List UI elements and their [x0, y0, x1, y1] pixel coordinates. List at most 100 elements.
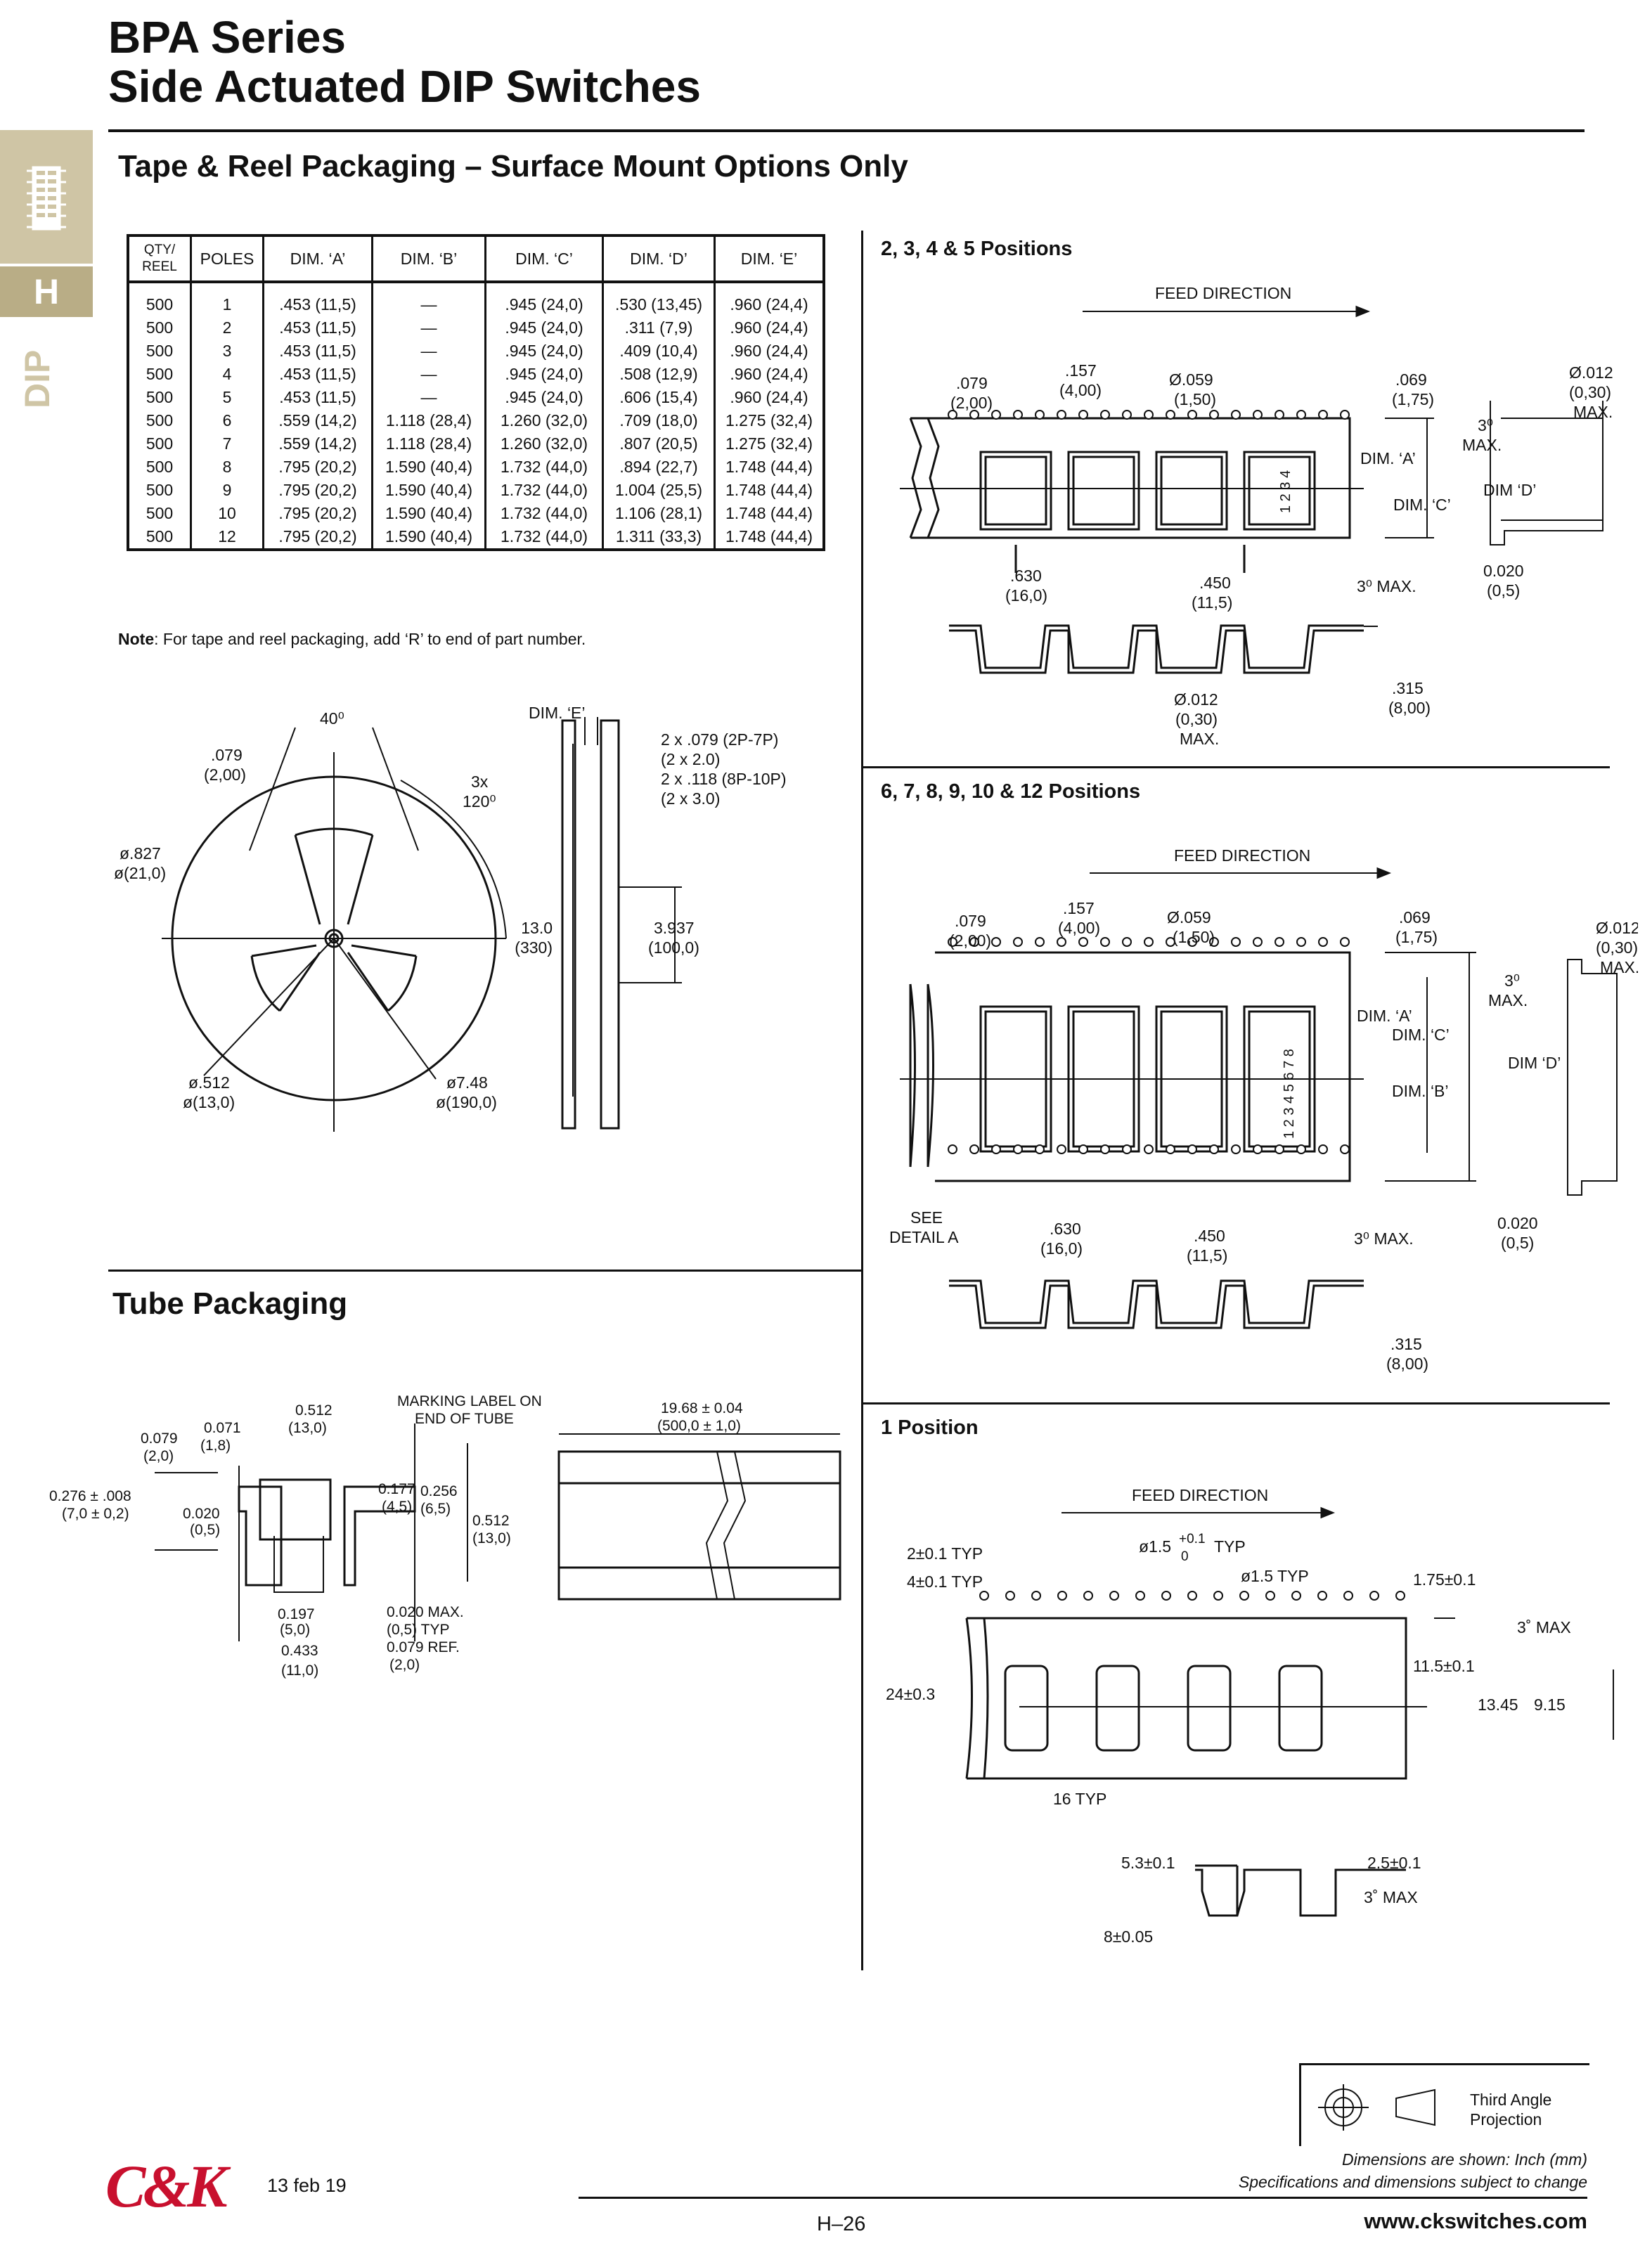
- svg-text:(330): (330): [515, 938, 553, 957]
- table-cell: .945 (24,0): [484, 316, 603, 340]
- sprocket-hole: [1253, 410, 1263, 420]
- svg-text:2±0.1 TYP: 2±0.1 TYP: [907, 1544, 983, 1563]
- svg-text:.079: .079: [211, 746, 243, 764]
- sprocket-hole: [1005, 1591, 1015, 1601]
- svg-text:.069: .069: [1399, 908, 1431, 926]
- table-cell: .795 (20,2): [262, 456, 373, 479]
- revision-date: 13 feb 19: [267, 2175, 347, 2196]
- svg-text:1 2 3 4: 1 2 3 4: [1278, 470, 1293, 513]
- svg-text:3⁰ MAX.: 3⁰ MAX.: [1357, 577, 1417, 595]
- svg-text:DIM. ‘E’: DIM. ‘E’: [529, 704, 586, 722]
- table-cell: .807 (20,5): [602, 432, 715, 456]
- website-link[interactable]: www.ckswitches.com: [1364, 2209, 1587, 2233]
- svg-text:FEED DIRECTION: FEED DIRECTION: [1132, 1486, 1268, 1504]
- svg-text:(8,00): (8,00): [1386, 1355, 1428, 1373]
- svg-text:5.3±0.1: 5.3±0.1: [1121, 1854, 1175, 1872]
- col-dim-c: DIM. ‘C’: [484, 235, 603, 282]
- tape-reel-note: Note: For tape and reel packaging, add ‘…: [118, 630, 586, 648]
- table-cell: .894 (22,7): [602, 456, 715, 479]
- sprocket-hole: [1291, 1591, 1301, 1601]
- svg-text:(0,30): (0,30): [1175, 710, 1218, 728]
- svg-text:9.15: 9.15: [1534, 1696, 1566, 1714]
- sprocket-hole: [1296, 1144, 1306, 1154]
- svg-text:.079: .079: [955, 912, 986, 930]
- svg-text:3˚ MAX: 3˚ MAX: [1517, 1618, 1571, 1636]
- svg-text:(4,00): (4,00): [1058, 919, 1100, 937]
- svg-text:(1,50): (1,50): [1174, 390, 1216, 408]
- table-cell: .795 (20,2): [262, 479, 373, 502]
- sprocket-hole: [1275, 937, 1284, 947]
- svg-text:MARKING LABEL ON: MARKING LABEL ON: [397, 1393, 542, 1409]
- svg-text:MAX.: MAX.: [1180, 730, 1219, 748]
- table-cell: —: [371, 282, 486, 316]
- svg-text:0.020: 0.020: [183, 1506, 220, 1522]
- sprocket-hole: [1078, 410, 1088, 420]
- svg-text:16 TYP: 16 TYP: [1053, 1790, 1106, 1808]
- table-cell: .960 (24,4): [714, 282, 824, 316]
- table-cell: —: [371, 340, 486, 363]
- table-cell: .530 (13,45): [602, 282, 715, 316]
- svg-text:0.079 REF.: 0.079 REF.: [387, 1639, 460, 1655]
- header-rule: [108, 129, 1585, 132]
- ck-logo: C&K: [105, 2152, 228, 2220]
- sprocket-hole: [1187, 1591, 1197, 1601]
- pos1-title: 1 Position: [881, 1416, 979, 1439]
- sprocket-hole: [1231, 1144, 1241, 1154]
- spec-note: Specifications and dimensions subject to…: [1238, 2173, 1587, 2191]
- sprocket-hole: [1122, 410, 1132, 420]
- page-number: H–26: [817, 2213, 866, 2235]
- svg-text:(1,75): (1,75): [1395, 928, 1438, 946]
- svg-text:8±0.05: 8±0.05: [1104, 1927, 1153, 1946]
- svg-text:SEE: SEE: [910, 1208, 943, 1227]
- table-cell: .453 (11,5): [262, 282, 373, 316]
- table-cell: 2: [190, 316, 264, 340]
- svg-text:2 x .079 (2P-7P): 2 x .079 (2P-7P): [661, 730, 778, 749]
- svg-text:(0,5): (0,5): [1501, 1234, 1534, 1252]
- page-title-line2: Side Actuated DIP Switches: [108, 61, 701, 112]
- sprocket-hole: [1135, 1591, 1145, 1601]
- dip-switch-icon: [27, 166, 66, 231]
- table-cell: .960 (24,4): [714, 316, 824, 340]
- svg-text:(4,00): (4,00): [1059, 381, 1102, 399]
- table-cell: 1.732 (44,0): [484, 479, 603, 502]
- table-cell: 1.260 (32,0): [484, 409, 603, 432]
- sprocket-hole: [1231, 410, 1241, 420]
- sprocket-hole: [1318, 937, 1328, 947]
- table-cell: .795 (20,2): [262, 502, 373, 525]
- svg-text:(16,0): (16,0): [1005, 586, 1047, 605]
- svg-text:.315: .315: [1390, 1335, 1422, 1353]
- svg-text:(16,0): (16,0): [1040, 1239, 1083, 1258]
- svg-text:1.75±0.1: 1.75±0.1: [1413, 1570, 1476, 1589]
- svg-text:(2,00): (2,00): [204, 766, 246, 784]
- pos2to5-drawing: FEED DIRECTION .157 (4,00) .079 (2,00) Ø…: [900, 284, 1613, 748]
- svg-text:(0,5): (0,5): [1487, 581, 1520, 600]
- svg-text:MAX.: MAX.: [1600, 958, 1638, 976]
- sprocket-hole: [1035, 410, 1045, 420]
- svg-text:.450: .450: [1199, 574, 1231, 592]
- sprocket-hole: [979, 1591, 989, 1601]
- svg-text:24±0.3: 24±0.3: [886, 1685, 935, 1703]
- sprocket-hole: [1340, 1144, 1350, 1154]
- sprocket-hole: [1013, 410, 1023, 420]
- sprocket-hole: [948, 410, 957, 420]
- table-cell: 500: [146, 411, 174, 429]
- sprocket-hole: [1035, 937, 1045, 947]
- table-cell: 1.260 (32,0): [484, 432, 603, 456]
- footer-rule: [579, 2197, 1587, 2199]
- dims-note: Dimensions are shown: Inch (mm): [1342, 2150, 1587, 2169]
- vertical-divider: [861, 231, 863, 1970]
- sprocket-hole: [1209, 410, 1219, 420]
- svg-text:(7,0 ± 0,2): (7,0 ± 0,2): [62, 1506, 129, 1522]
- svg-text:+0.1: +0.1: [1179, 1532, 1206, 1546]
- svg-text:19.68 ± 0.04: 19.68 ± 0.04: [661, 1400, 743, 1416]
- col-dim-b: DIM. ‘B’: [371, 235, 486, 282]
- sidebar-letter: H: [0, 266, 93, 317]
- sprocket-hole: [1231, 937, 1241, 947]
- svg-text:ø1.5: ø1.5: [1139, 1537, 1171, 1556]
- table-cell: .795 (20,2): [262, 525, 373, 550]
